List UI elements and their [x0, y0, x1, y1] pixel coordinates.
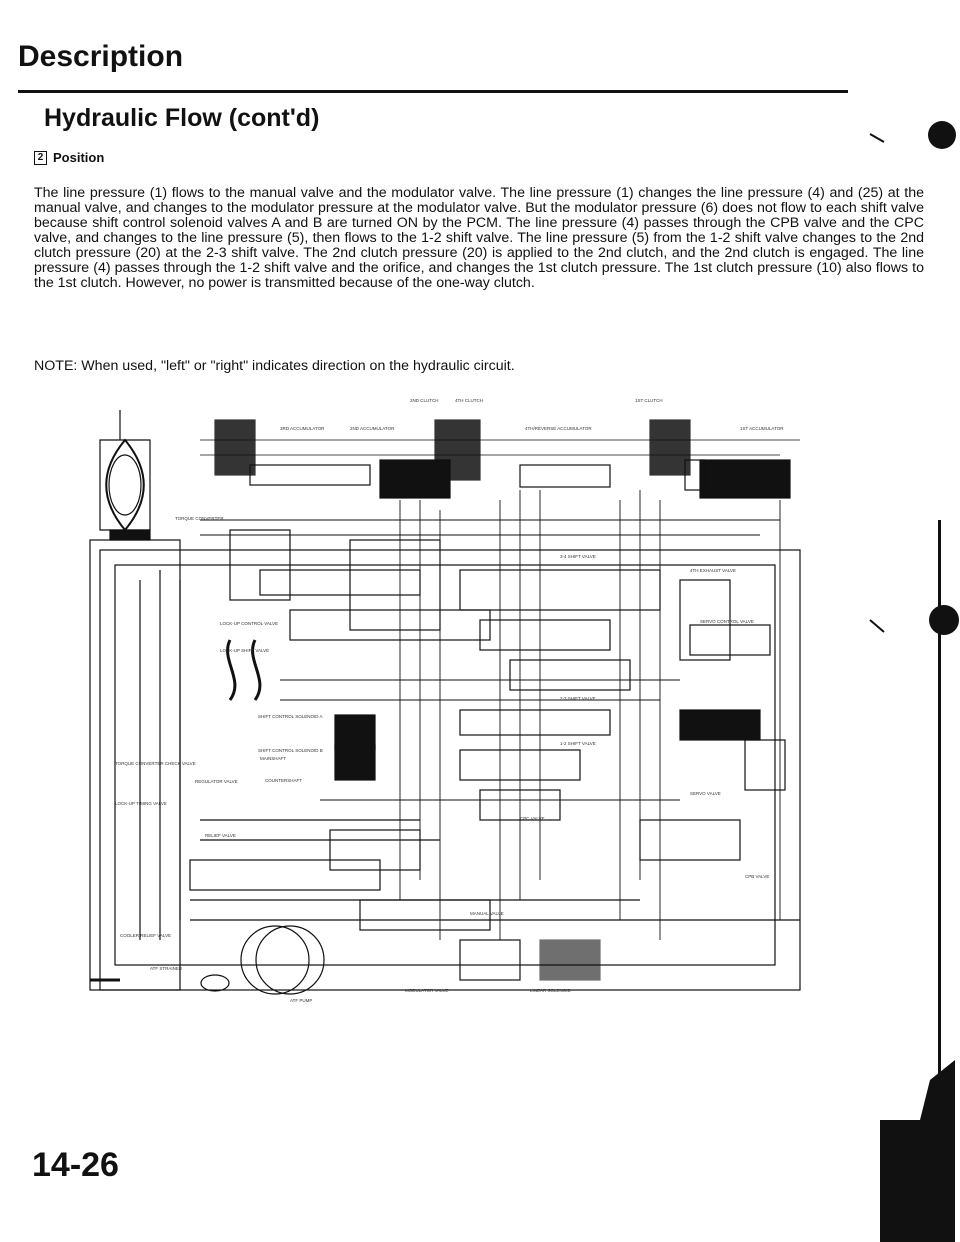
- label-servo-valve: SERVO VALVE: [690, 791, 721, 796]
- label-atf-pump: ATF PUMP: [290, 998, 312, 1003]
- binding-marks: [869, 121, 959, 1242]
- page-number: 14-26: [32, 1146, 119, 1184]
- label-atf-strainer: ATF STRAINER: [150, 966, 183, 971]
- label-relief-valve: RELIEF VALVE: [205, 833, 236, 838]
- label-manual-valve: MANUAL VALVE: [470, 911, 504, 916]
- label-cpc-valve: CPC VALVE: [520, 816, 545, 821]
- label-mainshaft: MAINSHAFT: [260, 756, 286, 761]
- section-title: Hydraulic Flow (cont'd): [44, 104, 320, 132]
- label-lockup-control-valve: LOCK-UP CONTROL VALVE: [220, 621, 278, 626]
- page-header-title: Description: [18, 40, 184, 73]
- label-torque-converter-check-valve: TORQUE CONVERTER CHECK VALVE: [115, 761, 196, 766]
- label-torque-converter: TORQUE CONVERTER: [175, 516, 224, 521]
- note-text: NOTE: When used, "left" or "right" indic…: [34, 358, 515, 374]
- label-2nd-accumulator: 2ND ACCUMULATOR: [350, 426, 395, 431]
- label-shift-solenoid-b: SHIFT CONTROL SOLENOID B: [258, 748, 323, 753]
- label-countershaft: COUNTERSHAFT: [265, 778, 302, 783]
- label-4th-clutch: 4TH CLUTCH: [455, 398, 483, 403]
- position-number-box: 2: [34, 150, 47, 165]
- position-label: 2 Position: [34, 150, 104, 165]
- label-servo-control-valve: SERVO CONTROL VALVE: [700, 619, 754, 624]
- label-lockup-shift-valve: LOCK-UP SHIFT VALVE: [220, 648, 269, 653]
- label-1-2-shift-valve: 1-2 SHIFT VALVE: [560, 741, 596, 746]
- label-4th-reverse-accumulator: 4TH/REVERSE ACCUMULATOR: [525, 426, 592, 431]
- body-paragraph: The line pressure (1) flows to the manua…: [34, 185, 924, 291]
- label-regulator-valve: REGULATOR VALVE: [195, 779, 238, 784]
- label-linear-solenoid: LINEAR SOLENOID: [530, 988, 572, 993]
- label-1st-clutch: 1ST CLUTCH: [635, 398, 663, 403]
- label-3-4-shift-valve: 3-4 SHIFT VALVE: [560, 554, 596, 559]
- label-shift-solenoid-a: SHIFT CONTROL SOLENOID A: [258, 714, 323, 719]
- hydraulic-circuit-diagram: 2ND CLUTCH 4TH CLUTCH 1ST CLUTCH TORQUE …: [89, 398, 801, 1003]
- position-text: Position: [53, 150, 105, 165]
- header-rule: [18, 90, 848, 93]
- label-1st-accumulator: 1ST ACCUMULATOR: [740, 426, 784, 431]
- label-modulator-valve: MODULATOR VALVE: [405, 988, 448, 993]
- label-4th-exhaust-valve: 4TH EXHAUST VALVE: [690, 568, 736, 573]
- label-3rd-accumulator: 3RD ACCUMULATOR: [280, 426, 325, 431]
- label-cooler-relief-valve: COOLER RELIEF VALVE: [120, 933, 171, 938]
- label-2-3-shift-valve: 2-3 SHIFT VALVE: [560, 696, 596, 701]
- label-lockup-timing-valve: LOCK-UP TIMING VALVE: [115, 801, 167, 806]
- label-cpb-valve: CPB VALVE: [745, 874, 769, 879]
- label-2nd-clutch: 2ND CLUTCH: [410, 398, 439, 403]
